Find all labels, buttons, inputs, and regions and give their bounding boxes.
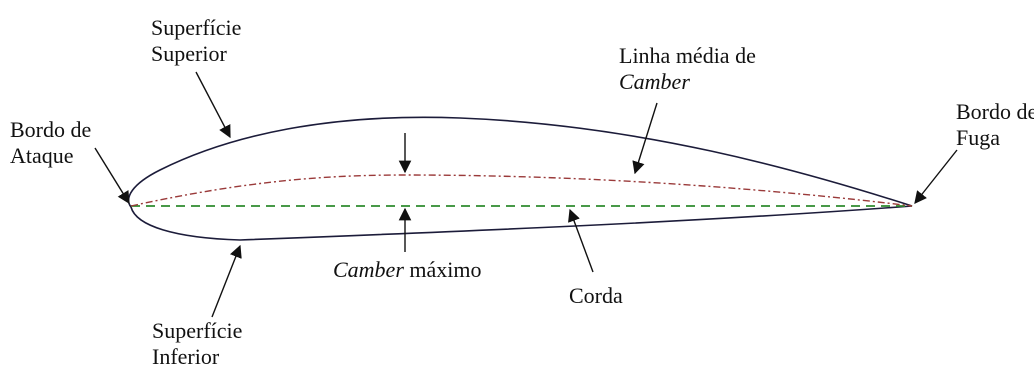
lower-surface-arrow (211, 244, 242, 318)
leading-edge-arrow (94, 147, 130, 205)
trailing-edge-label-line1: Bordo de (956, 99, 1034, 124)
lower-surface-label-line1: Superfície (152, 318, 243, 343)
trailing-edge-arrow (914, 149, 958, 204)
mean-camber-line-arrow (632, 102, 658, 175)
max-camber-label-italic: Camber (333, 257, 404, 282)
airfoil-outline (127, 116, 913, 241)
upper-surface-arrow (195, 71, 231, 139)
mean-camber-line-label-line1: Linha média de (619, 43, 756, 68)
pointer-arrows (94, 71, 958, 318)
chord-label: Corda (569, 283, 623, 308)
leading-edge-label: Bordo de Ataque (10, 117, 91, 169)
lower-surface-label-line2: Inferior (152, 344, 220, 369)
upper-surface-label-line1: Superfície (151, 15, 242, 40)
max-camber-label-rest: máximo (403, 257, 482, 282)
trailing-edge-label-line2: Fuga (956, 125, 1000, 150)
upper-surface-label-line2: Superior (151, 41, 227, 66)
lower-surface-label: Superfície Inferior (152, 318, 242, 370)
mean-camber-line (130, 174, 913, 207)
trailing-edge-label: Bordo de Fuga (956, 99, 1034, 151)
max-camber-label: Camber máximo (333, 257, 482, 283)
leading-edge-label-line2: Ataque (10, 143, 74, 168)
mean-camber-line-label: Linha média de Camber (619, 43, 756, 95)
mean-camber-line-label-line2: Camber (619, 69, 690, 94)
upper-surface-label: Superfície Superior (151, 15, 241, 67)
chord-arrow (568, 208, 594, 273)
leading-edge-label-line1: Bordo de (10, 117, 92, 142)
